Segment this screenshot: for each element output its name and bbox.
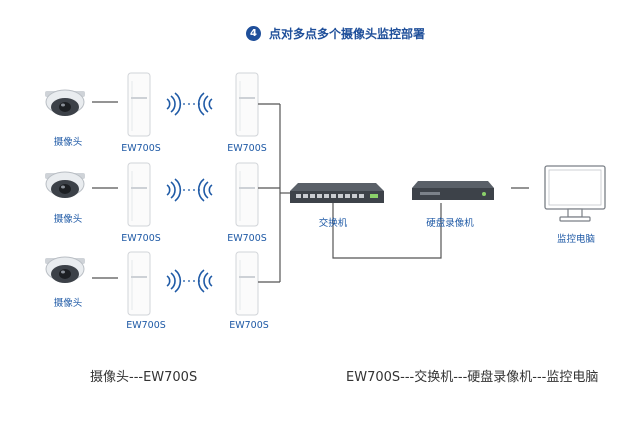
camera-label: 摄像头 — [53, 298, 83, 309]
wifi-signal-icon — [197, 178, 213, 202]
caption-right: EW700S---交换机---硬盘录像机---监控电脑 — [346, 370, 599, 385]
step-title: 4 点对多点多个摄像头监控部署 — [246, 24, 425, 42]
wifi-signal-icon — [166, 178, 182, 202]
cpe-left-icon — [127, 251, 151, 316]
cpe-right-icon — [235, 251, 259, 316]
camera-label: 摄像头 — [53, 214, 83, 225]
camera-icon — [44, 171, 86, 199]
uplink-lines — [258, 103, 529, 283]
cpe-right-icon — [235, 72, 259, 137]
step-title-text: 点对多点多个摄像头监控部署 — [269, 26, 426, 41]
caption-left: 摄像头---EW700S — [90, 370, 198, 385]
cpe-right-label: EW700S — [227, 143, 267, 154]
cpe-right-label: EW700S — [229, 320, 269, 331]
camera-label: 摄像头 — [53, 137, 83, 148]
nvr-label: 硬盘录像机 — [426, 218, 474, 229]
wifi-signal-icon — [166, 269, 182, 293]
step-number-badge: 4 — [246, 25, 261, 41]
cpe-left-label: EW700S — [121, 233, 161, 244]
cpe-right-label: EW700S — [227, 233, 267, 244]
switch-label: 交换机 — [318, 218, 348, 229]
cpe-right-icon — [235, 162, 259, 227]
wifi-signal-icon — [166, 92, 182, 116]
camera-icon — [44, 89, 86, 117]
cpe-left-label: EW700S — [121, 143, 161, 154]
wifi-signal-icon — [197, 269, 213, 293]
cpe-left-label: EW700S — [126, 320, 166, 331]
computer-label: 监控电脑 — [556, 234, 595, 245]
cpe-left-icon — [127, 72, 151, 137]
nvr-icon — [412, 181, 494, 200]
cpe-left-icon — [127, 162, 151, 227]
monitor-icon — [544, 165, 606, 222]
wifi-signal-icon — [197, 92, 213, 116]
switch-icon — [290, 183, 384, 203]
camera-icon — [44, 256, 86, 284]
